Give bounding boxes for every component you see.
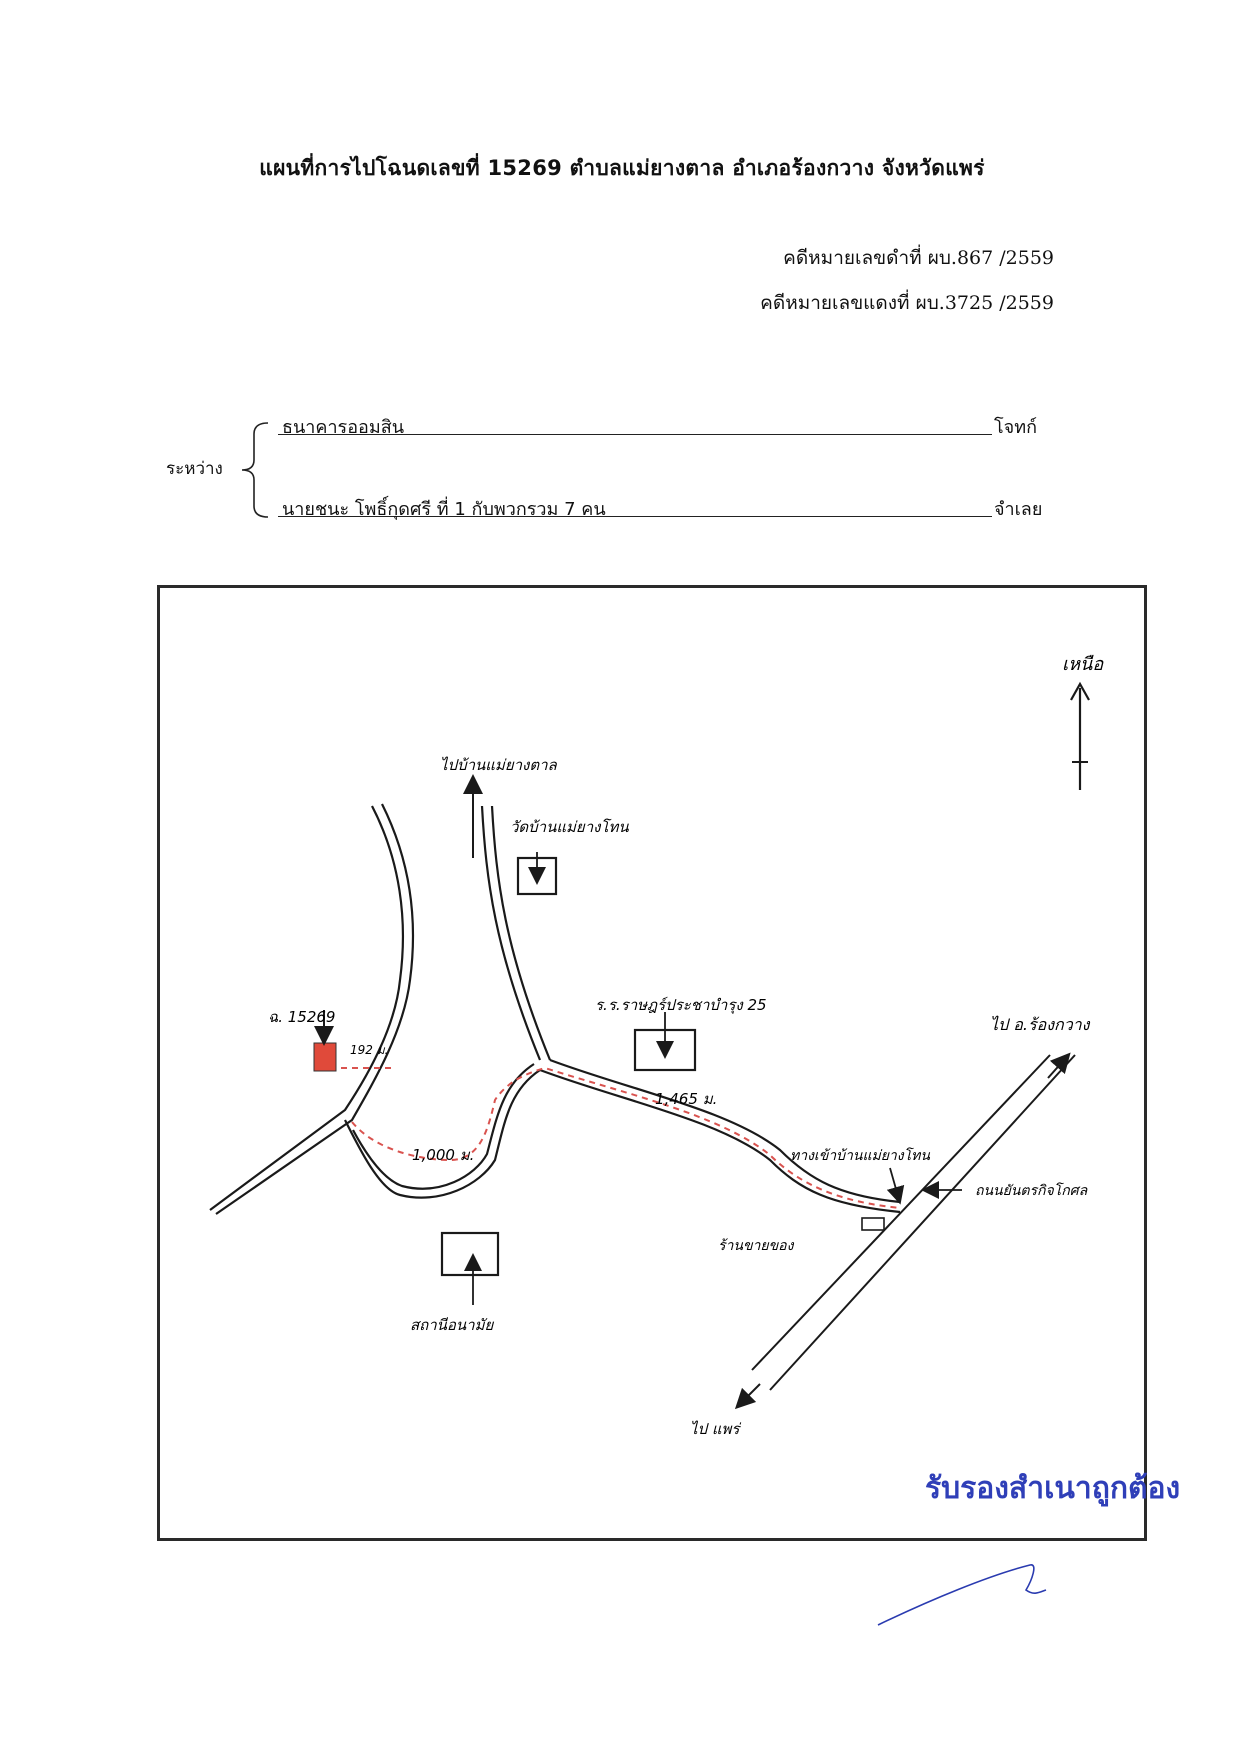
- label-health-station: สถานีอนามัย: [410, 1316, 494, 1334]
- label-highway: ถนนยันตรกิจโกศล: [975, 1182, 1089, 1199]
- certification-stamp: รับรองสำเนาถูกต้อง: [925, 1471, 1180, 1507]
- defendant-role: จำเลย: [994, 499, 1043, 520]
- road-to-village: [480, 805, 552, 1061]
- label-to-village: ไปบ้านแม่ยางตาล: [440, 756, 558, 774]
- label-distance-192: 192 ม.: [350, 1043, 388, 1057]
- document-title: แผนที่การไปโฉนดเลขที่ 15269 ตำบลแม่ยางตา…: [259, 156, 985, 180]
- defendant-line: [278, 490, 992, 517]
- label-distance-1000: 1,000 ม.: [412, 1146, 474, 1164]
- junction-arrow: [886, 1167, 905, 1205]
- red-case-number: คดีหมายเลขแดงที่ ผบ.3725 /2559: [760, 292, 1054, 314]
- label-shop: ร้านขายของ: [718, 1238, 795, 1254]
- deed-plot: [313, 1042, 337, 1072]
- map-frame: [157, 585, 1147, 1541]
- label-to-rongkwang: ไป อ.ร้องกวาง: [990, 1015, 1091, 1034]
- plaintiff-line: [278, 408, 992, 435]
- highway: [751, 1054, 1076, 1391]
- to-phrae-arrow: [734, 1383, 761, 1410]
- shop-marker: [861, 1217, 885, 1231]
- label-to-phrae: ไป แพร่: [690, 1420, 741, 1438]
- health-station-box: [440, 1231, 500, 1277]
- label-deed: ฉ. 15269: [268, 1008, 335, 1026]
- label-school: ร.ร.ราษฎร์ประชาบำรุง 25: [595, 996, 767, 1014]
- to-rongkwang-arrow: [1047, 1052, 1071, 1079]
- party-brace: [230, 420, 270, 524]
- black-case-number: คดีหมายเลขดำที่ ผบ.867 /2559: [783, 247, 1054, 269]
- label-temple: วัดบ้านแม่ยางโทน: [510, 818, 629, 836]
- plaintiff-role: โจทก์: [994, 417, 1037, 438]
- label-junction: ทางเข้าบ้านแม่ยางโทน: [790, 1147, 930, 1164]
- road-to-junction: [539, 1058, 901, 1214]
- road-left-branch: [209, 803, 414, 1215]
- label-distance-1465: 1,465 ม.: [655, 1090, 717, 1108]
- north-label: เหนือ: [1062, 654, 1104, 675]
- north-arrow: [1070, 681, 1090, 790]
- signature: [877, 1564, 1047, 1626]
- defendant-name: นายชนะ โพธิ์กุดศรี ที่ 1 กับพวกรวม 7 คน: [282, 499, 606, 520]
- road-central: [344, 1063, 541, 1199]
- between-label: ระหว่าง: [166, 459, 223, 479]
- plaintiff-name: ธนาคารออมสิน: [282, 417, 404, 438]
- route-path: [330, 1066, 901, 1209]
